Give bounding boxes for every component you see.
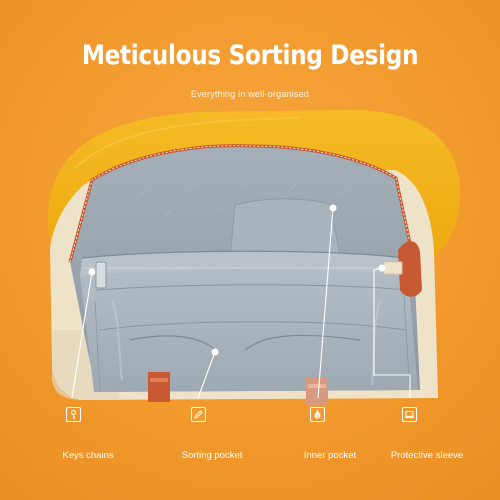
zipper-pull xyxy=(398,241,422,297)
feature-label-protective-sleeve: Protective sleeve xyxy=(390,450,464,461)
key-clip-shape xyxy=(95,261,107,289)
money-bag-icon: $ xyxy=(310,407,325,422)
feature-label-sorting-pocket: Sorting pocket xyxy=(181,450,243,461)
laptop-icon xyxy=(402,407,417,422)
feature-label-inner-pocket: Inner pocket xyxy=(303,450,357,461)
page-title: Meticulous Sorting Design xyxy=(81,40,419,71)
sorting-pocket-band xyxy=(80,251,408,276)
inner-pocket-shape xyxy=(229,198,341,259)
pen-icon xyxy=(191,407,206,422)
key-icon xyxy=(66,407,81,422)
svg-text:$: $ xyxy=(316,413,319,419)
feature-label-keys-chains: Keys chains xyxy=(62,450,114,461)
page-subtitle: Everything in well-organised xyxy=(190,89,310,99)
